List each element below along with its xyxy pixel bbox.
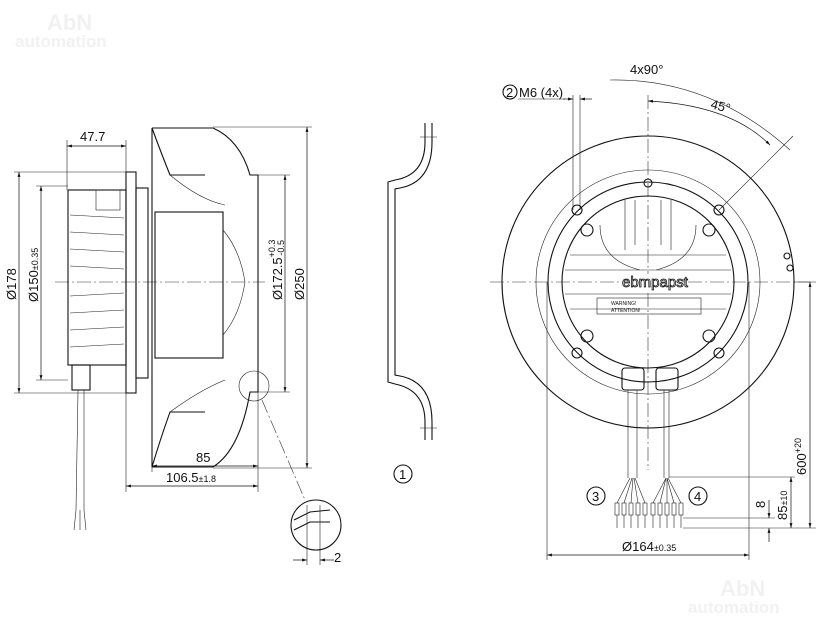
callout-1 bbox=[393, 464, 413, 484]
cable bbox=[73, 389, 87, 531]
svg-text:ATTENTION!: ATTENTION! bbox=[611, 308, 640, 314]
dimension-d172-5: Ø172.5+0.3-0.5 bbox=[258, 174, 290, 393]
svg-text:4: 4 bbox=[694, 489, 701, 504]
side-view: 47.7 Ø178 Ø150±0.35 Ø172.5+0.3-0.5 Ø250 … bbox=[4, 126, 312, 531]
svg-text:85±10: 85±10 bbox=[775, 491, 790, 520]
callout-3: 3 bbox=[586, 486, 606, 506]
dimension-d178: Ø178 bbox=[4, 171, 135, 394]
svg-text:Ø178: Ø178 bbox=[4, 268, 19, 300]
warning-label: WARNING! ATTENTION! bbox=[596, 297, 702, 315]
dimension-106-5: 106.5±1.8 bbox=[125, 393, 258, 492]
motor-flange bbox=[547, 181, 749, 383]
front-view: ebmpapst WARNING! ATTENTION! 3 4 bbox=[490, 62, 816, 560]
inlet-ring: 1 bbox=[387, 123, 437, 484]
dimension-85: 85 bbox=[151, 392, 259, 492]
screw-holes bbox=[571, 178, 794, 359]
svg-text:Ø250: Ø250 bbox=[292, 268, 307, 300]
svg-text:M6 (4x): M6 (4x) bbox=[519, 85, 563, 100]
svg-text:AbN: AbN bbox=[720, 576, 765, 601]
cables bbox=[614, 367, 684, 528]
svg-text:WARNING!: WARNING! bbox=[611, 301, 636, 307]
dimension-d150: Ø150±0.35 bbox=[26, 185, 68, 381]
motor-body bbox=[67, 171, 149, 394]
svg-text:1: 1 bbox=[399, 467, 406, 482]
angle-dimension-45: 45° bbox=[647, 96, 794, 211]
svg-text:2: 2 bbox=[334, 550, 341, 565]
thread-callout: 2 M6 (4x) bbox=[502, 84, 592, 210]
impeller bbox=[151, 127, 259, 468]
callout-4: 4 bbox=[688, 486, 708, 506]
svg-text:45°: 45° bbox=[709, 96, 732, 116]
svg-text:47.7: 47.7 bbox=[80, 129, 105, 144]
svg-text:2: 2 bbox=[506, 85, 513, 100]
svg-text:Ø172.5+0.3-0.5: Ø172.5+0.3-0.5 bbox=[267, 240, 286, 300]
detail-view: 2 bbox=[238, 370, 342, 565]
angle-dimension-4x90: 4x90° bbox=[609, 62, 791, 151]
svg-text:AbN: AbN bbox=[47, 10, 92, 35]
svg-text:Ø150±0.35: Ø150±0.35 bbox=[26, 248, 41, 302]
watermark-bottom: AbN automation bbox=[688, 576, 780, 617]
dimension-85-10: 85±10 bbox=[669, 476, 795, 528]
dimension-47-7: 47.7 bbox=[66, 129, 127, 190]
dimension-d250: Ø250 bbox=[213, 126, 312, 469]
svg-text:8: 8 bbox=[753, 501, 768, 508]
svg-text:automation: automation bbox=[15, 32, 107, 51]
svg-text:4x90°: 4x90° bbox=[630, 62, 663, 77]
svg-text:106.5±1.8: 106.5±1.8 bbox=[166, 470, 216, 485]
svg-text:Ø164±0.35: Ø164±0.35 bbox=[622, 539, 676, 554]
brand-logo: ebmpapst bbox=[622, 274, 689, 291]
svg-text:85: 85 bbox=[196, 450, 210, 465]
svg-text:600+20: 600+20 bbox=[793, 438, 809, 475]
dimension-8: 8 bbox=[683, 500, 775, 542]
dimension-d164: Ø164±0.35 bbox=[546, 282, 750, 560]
svg-text:automation: automation bbox=[688, 598, 780, 617]
dimension-600: 600+20 bbox=[683, 281, 816, 529]
watermark-top: AbN automation bbox=[15, 10, 107, 51]
svg-text:3: 3 bbox=[592, 489, 599, 504]
